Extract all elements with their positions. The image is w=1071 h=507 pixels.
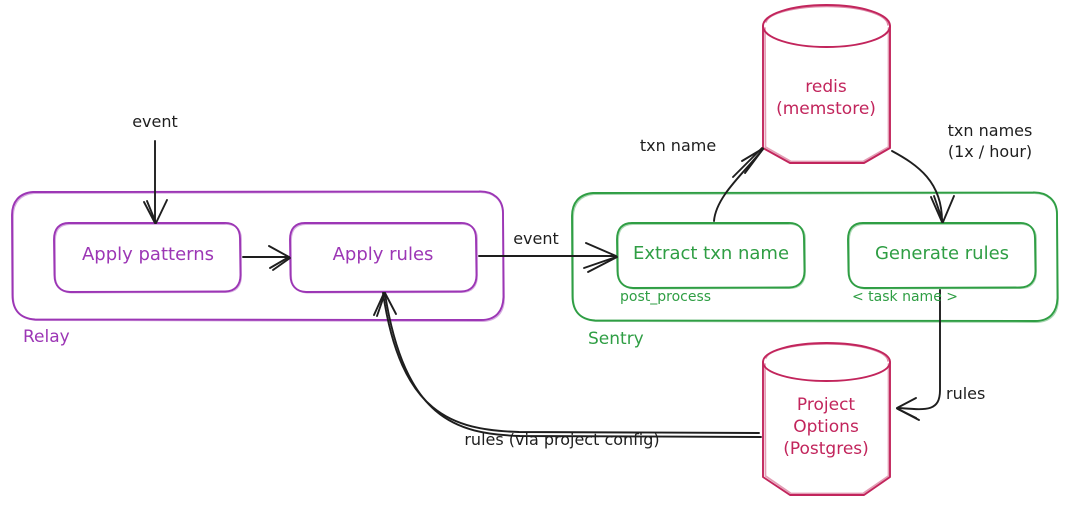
- node-generate-rules-shape: [847, 222, 1037, 290]
- datastore-redis-label-line2: (memstore): [776, 99, 876, 119]
- node-apply-patterns-shape: [53, 222, 242, 294]
- edge-patterns-to-rules: [242, 245, 291, 271]
- edge-label-rules: rules: [946, 384, 986, 403]
- node-apply-patterns-label[interactable]: Apply patterns: [81, 244, 215, 265]
- group-sentry-label: Sentry: [588, 329, 644, 349]
- edge-label-rules-via-project-config: rules (via project config): [464, 430, 660, 449]
- edge-txn-name-to-redis: [713, 147, 764, 222]
- group-relay: [11, 190, 505, 322]
- node-extract-txn-name-shape: [616, 222, 806, 290]
- datastore-project-options-shape: [762, 342, 891, 496]
- node-generate-rules-label[interactable]: Generate rules: [874, 243, 1010, 264]
- node-apply-rules-label[interactable]: Apply rules: [332, 244, 434, 265]
- node-apply-rules-shape: [289, 222, 478, 294]
- datastore-redis-shape: [762, 4, 891, 164]
- datastore-project-options-label-line1: Project: [796, 395, 856, 415]
- node-generate-rules-sublabel: < task name >: [852, 289, 958, 305]
- group-relay-label: Relay: [23, 327, 70, 347]
- edge-event-to-sentry: [478, 242, 618, 273]
- datastore-redis-label-line1: redis: [805, 77, 847, 97]
- edge-label-event-in: event: [132, 112, 178, 131]
- node-extract-txn-name-label[interactable]: Extract txn name: [632, 243, 790, 264]
- group-sentry: [571, 191, 1059, 323]
- datastore-project-options-label-line3: (Postgres): [783, 439, 869, 459]
- datastore-project-options-label-line2: Options: [793, 417, 859, 437]
- edge-label-txn-name: txn name: [639, 136, 717, 155]
- edge-redis-to-generate: [891, 150, 955, 223]
- edge-label-txn-names-line2: (1x / hour): [947, 142, 1033, 161]
- edge-rules-to-apply-rules: [373, 292, 762, 438]
- edge-event-in: [143, 140, 168, 224]
- node-extract-txn-name-sublabel: post_process: [620, 289, 712, 305]
- edge-label-txn-names-line1: txn names: [947, 121, 1033, 140]
- edge-rules-to-postgres: [896, 289, 941, 421]
- edge-label-event-mid: event: [513, 229, 559, 248]
